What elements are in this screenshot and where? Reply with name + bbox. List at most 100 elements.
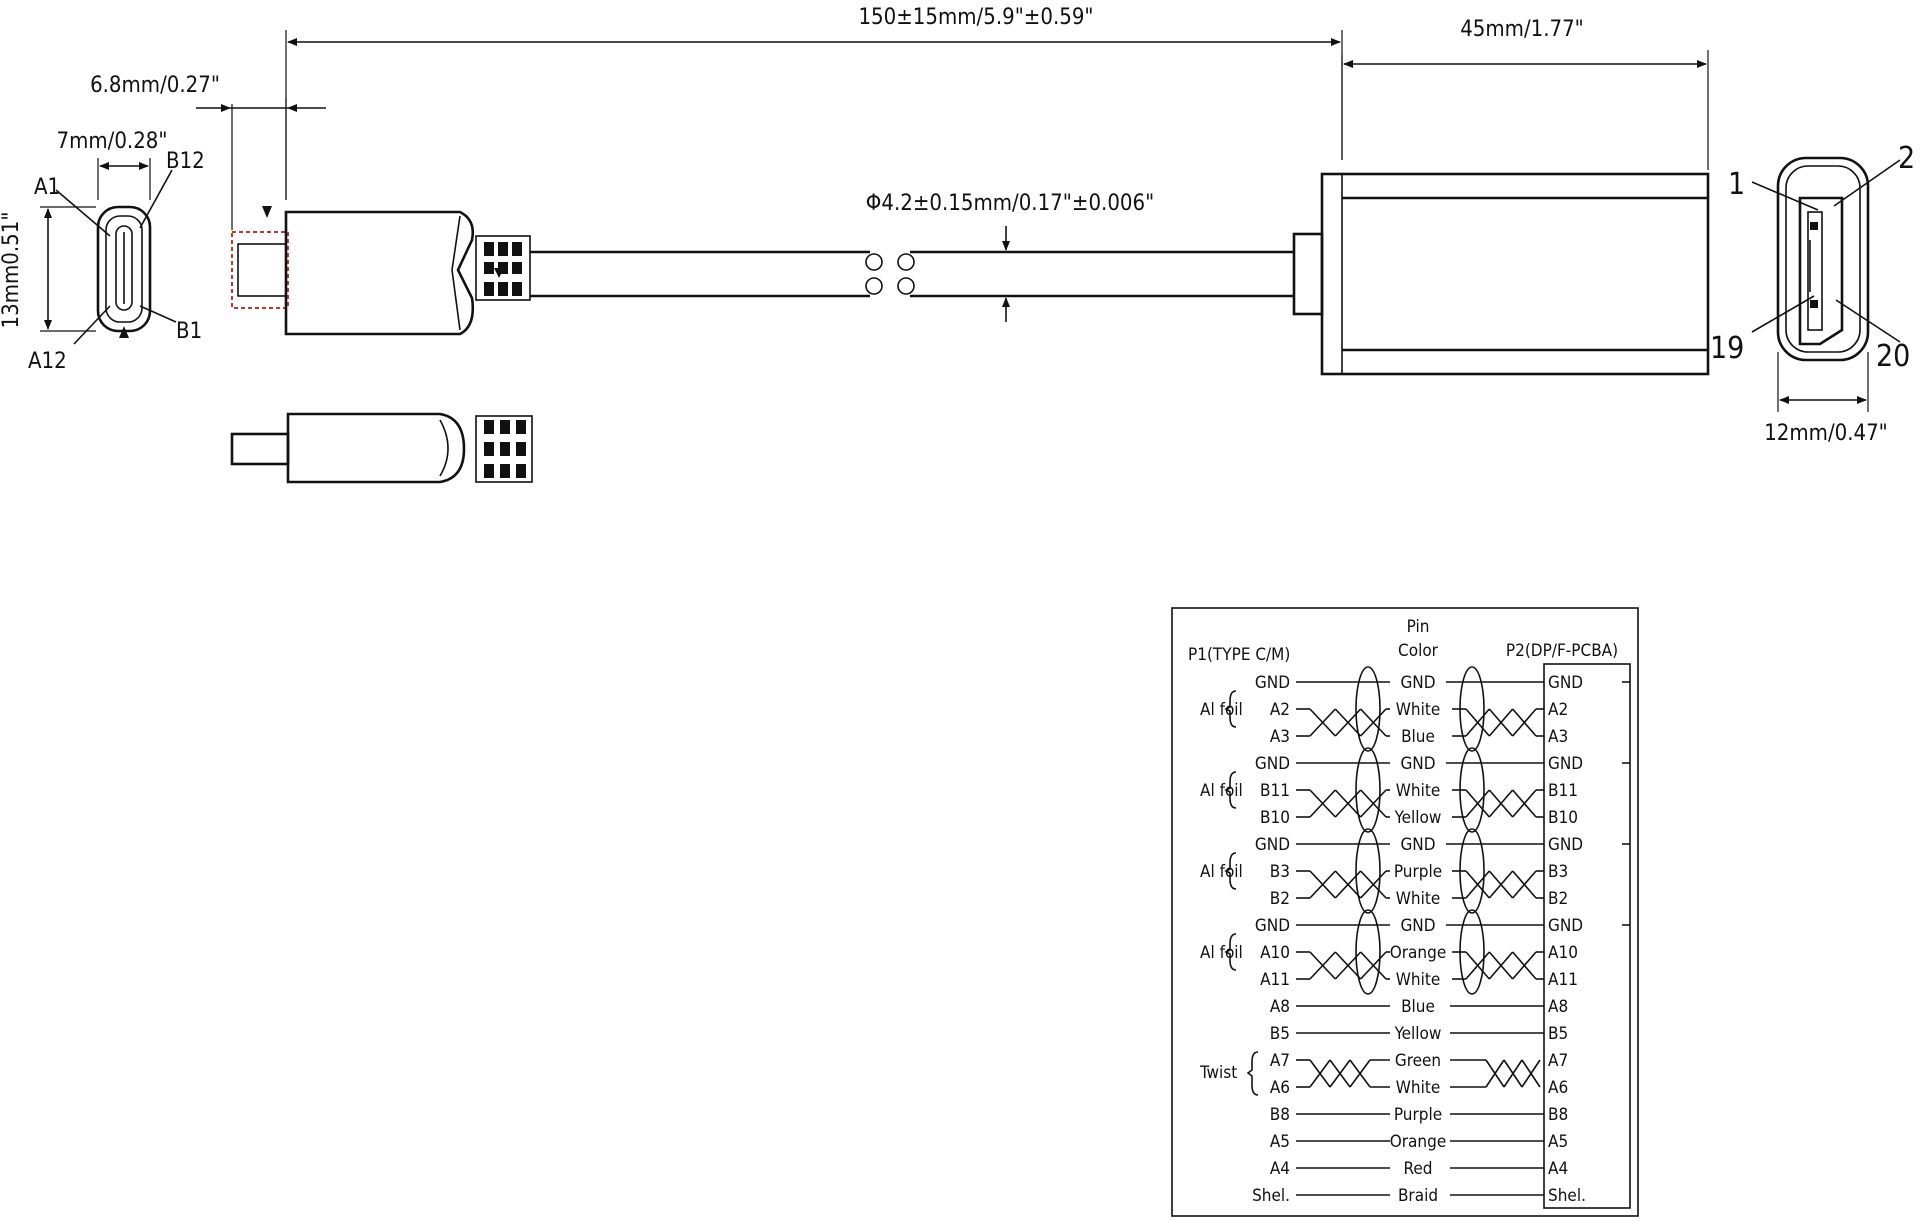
twist-brace <box>1246 1051 1259 1096</box>
p1-pin-label: B8 <box>1270 1105 1290 1125</box>
p2-pin-label: A5 <box>1548 1132 1568 1152</box>
table-header-color: Color <box>1398 641 1439 661</box>
table-header-p2: P2(DP/F-PCBA) <box>1506 641 1618 661</box>
p2-pin-label: A4 <box>1548 1159 1568 1179</box>
twist-segment <box>1465 951 1537 980</box>
group-brace <box>1224 933 1237 971</box>
wire-color-label: GND <box>1400 916 1435 936</box>
dp-housing-side <box>1292 172 1710 376</box>
wire-color-label: Purple <box>1394 862 1442 882</box>
p2-pin-label: A10 <box>1548 943 1578 963</box>
p2-pin-label: A6 <box>1548 1078 1568 1098</box>
twist-segment <box>1465 789 1537 818</box>
p1-pin-label: B3 <box>1270 862 1290 882</box>
dp-pin-20-label: 20 <box>1876 339 1910 374</box>
twist-segment <box>1465 708 1537 737</box>
pin-b1-label: B1 <box>176 319 202 344</box>
twist-segment <box>1465 870 1537 899</box>
p1-pin-label: A11 <box>1260 970 1290 990</box>
p2-pin-label: B11 <box>1548 781 1578 801</box>
shield-ellipse <box>1459 666 1485 752</box>
shield-ellipse <box>1459 747 1485 833</box>
twist-segment <box>1309 789 1387 818</box>
p2-pin-label: GND <box>1548 673 1583 693</box>
housing-length-dimension: 45mm/1.77" <box>1341 17 1709 170</box>
p1-pin-label: A4 <box>1270 1159 1290 1179</box>
p1-pin-label: A2 <box>1270 700 1290 720</box>
housing-length-label: 45mm/1.77" <box>1460 17 1584 42</box>
p2-pin-label: A11 <box>1548 970 1578 990</box>
shield-ellipse <box>1459 828 1485 914</box>
p1-pin-label: A3 <box>1270 727 1290 747</box>
dp-pin-1-label: 1 <box>1728 167 1745 202</box>
dp-face-view: 12mm/0.47" 1 2 19 20 <box>1710 141 1915 446</box>
pin-a12-label: A12 <box>28 349 67 374</box>
p1-pin-label: B2 <box>1270 889 1290 909</box>
wire-color-label: White <box>1396 781 1440 801</box>
p2-pin-label: Shel. <box>1548 1186 1586 1206</box>
p1-pin-label: GND <box>1255 916 1290 936</box>
wire-color-label: Braid <box>1398 1186 1438 1206</box>
group-brace <box>1224 690 1237 728</box>
wire-color-label: White <box>1396 1078 1440 1098</box>
p1-pin-label: GND <box>1255 673 1290 693</box>
p2-pin-label: GND <box>1548 835 1583 855</box>
shield-ellipse <box>1355 828 1381 914</box>
wire-color-label: White <box>1396 970 1440 990</box>
group-label: Al foil <box>1200 700 1243 720</box>
p1-pin-label: GND <box>1255 754 1290 774</box>
wire-color-label: White <box>1396 889 1440 909</box>
twist-segment <box>1309 951 1387 980</box>
group-brace <box>1224 771 1237 809</box>
socket-width-label: 12mm/0.47" <box>1764 421 1888 446</box>
wire-color-label: Red <box>1404 1159 1433 1179</box>
p1-pin-label: A8 <box>1270 997 1290 1017</box>
pin-b12-label: B12 <box>166 149 205 174</box>
wire-color-label: Blue <box>1401 727 1435 747</box>
p1-pin-label: A7 <box>1270 1051 1290 1071</box>
cable-diameter-label: Φ4.2±0.15mm/0.17"±0.006" <box>866 191 1154 216</box>
twist-segment <box>1309 1059 1371 1088</box>
group-label: Al foil <box>1200 781 1243 801</box>
table-header-p1: P1(TYPE C/M) <box>1188 645 1290 665</box>
plug-height-label: 13mm0.51" <box>0 212 24 329</box>
p1-pin-label: GND <box>1255 835 1290 855</box>
wire-color-label: GND <box>1400 835 1435 855</box>
cable-length-label: 150±15mm/5.9"±0.59" <box>858 5 1093 30</box>
p2-pin-label: B5 <box>1548 1024 1568 1044</box>
p2-pin-label: B2 <box>1548 889 1568 909</box>
p1-pin-label: Shel. <box>1252 1186 1290 1206</box>
p2-pin-label: A3 <box>1548 727 1568 747</box>
p2-pin-label: B10 <box>1548 808 1578 828</box>
typec-plug-side <box>231 206 531 336</box>
p2-pin-label: B3 <box>1548 862 1568 882</box>
p1-pin-label: B5 <box>1270 1024 1290 1044</box>
shield-ellipse <box>1355 909 1381 995</box>
twist-segment <box>1309 708 1387 737</box>
p2-pin-label: GND <box>1548 754 1583 774</box>
wire-color-label: Green <box>1395 1051 1441 1071</box>
typec-face-view: 7mm/0.28" 13mm0.51" A1 B12 A12 B1 <box>0 129 205 374</box>
p2-pin-label: GND <box>1548 916 1583 936</box>
cable-body: Φ4.2±0.15mm/0.17"±0.006" <box>530 191 1294 322</box>
cable-length-dimension: 150±15mm/5.9"±0.59" <box>285 5 1343 200</box>
dp-pin-2-label: 2 <box>1898 141 1915 176</box>
p1-pin-label: A10 <box>1260 943 1290 963</box>
plug-width-label: 7mm/0.28" <box>57 129 168 154</box>
wire-color-label: Orange <box>1390 1132 1447 1152</box>
p1-pin-label: A6 <box>1270 1078 1290 1098</box>
twist-label: Twist <box>1199 1063 1237 1083</box>
p2-pin-label: A7 <box>1548 1051 1568 1071</box>
group-label: Al foil <box>1200 862 1243 882</box>
twist-segment <box>1485 1059 1541 1088</box>
dp-pin-19-label: 19 <box>1710 331 1744 366</box>
p1-pin-label: B11 <box>1260 781 1290 801</box>
wire-color-label: Blue <box>1401 997 1435 1017</box>
plug-tip-dimension: 6.8mm/0.27" <box>90 73 326 230</box>
wire-color-label: Orange <box>1390 943 1447 963</box>
group-brace <box>1224 852 1237 890</box>
p1-pin-label: B10 <box>1260 808 1290 828</box>
wire-color-label: Purple <box>1394 1105 1442 1125</box>
shield-ellipse <box>1459 909 1485 995</box>
